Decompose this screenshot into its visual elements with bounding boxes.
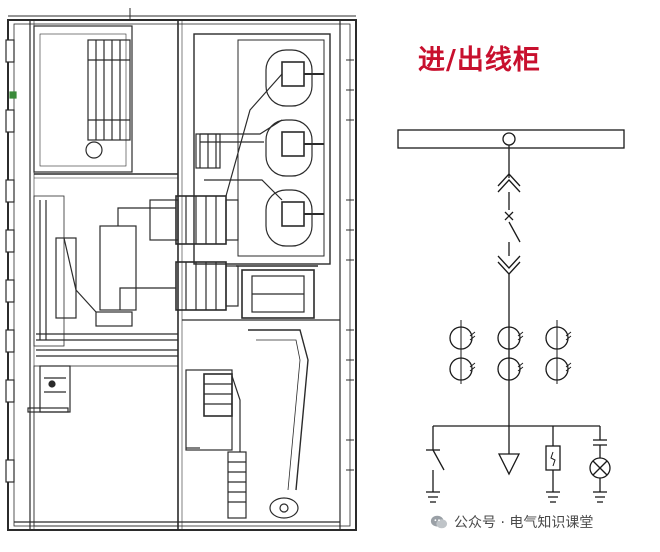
surge-arrester-bracket xyxy=(185,369,233,451)
lv-relay-panel xyxy=(87,39,131,141)
surge-arrester xyxy=(227,451,247,519)
cabinet-section-drawing xyxy=(5,8,357,531)
right-rail-holes xyxy=(346,59,354,471)
busbar-insulators xyxy=(265,49,324,247)
breaker-truck xyxy=(33,195,65,347)
busbar-compartment xyxy=(193,33,331,265)
surge-arrester-branch xyxy=(545,426,561,503)
current-transformer xyxy=(241,269,315,319)
lv-compartment xyxy=(33,25,133,173)
lower-left-compartment xyxy=(33,365,179,527)
circuit-breaker-symbol xyxy=(504,211,514,221)
single-line-diagram xyxy=(397,129,625,503)
cable-termination xyxy=(248,329,309,491)
main-busbar xyxy=(397,129,625,149)
contact-arms xyxy=(149,195,239,311)
door-hinges xyxy=(5,39,17,483)
earthing-switch-branch xyxy=(426,426,445,503)
busbar-connection-node xyxy=(502,132,516,146)
upper-isolating-contact xyxy=(497,173,521,193)
cable-outgoing-branch xyxy=(497,426,521,476)
wechat-watermark: 公众号 · 电气知识课堂 xyxy=(430,512,593,532)
watermark-text: 公众号 · 电气知识课堂 xyxy=(454,515,594,531)
lower-isolating-contact xyxy=(497,255,521,275)
wechat-logo-icon xyxy=(430,515,448,529)
diagram-title: 进/出线柜 xyxy=(418,45,541,76)
live-indicator-branch xyxy=(589,426,611,503)
current-transformers xyxy=(449,320,572,384)
vacuum-breaker-body xyxy=(99,225,137,311)
